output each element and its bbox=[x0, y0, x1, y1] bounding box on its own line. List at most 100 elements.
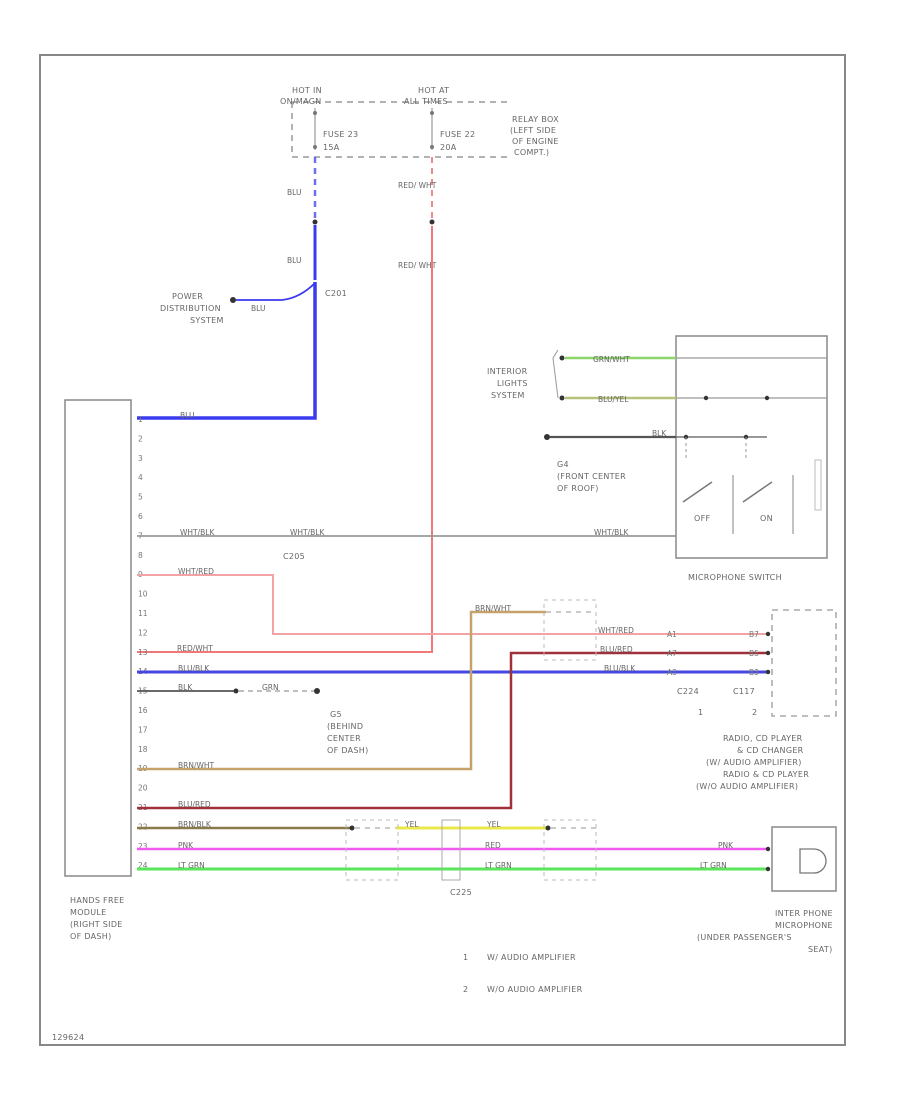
hands-free-module: 123456789101112131415161718192021222324 … bbox=[64, 399, 148, 941]
inter-phone-label-3: (UNDER PASSENGER'S bbox=[697, 933, 792, 942]
hot-in-sub-label: ON/MAGN bbox=[280, 97, 322, 106]
inter-phone-label-4: SEAT) bbox=[808, 945, 833, 954]
radio-connectors: A1 A7 A3 B7 B5 B3 C224 C117 1 2 RADIO, C… bbox=[543, 599, 837, 791]
hands-free-label-4: OF DASH) bbox=[70, 932, 112, 941]
blk-label-g4: BLK bbox=[652, 429, 667, 438]
blu-blk-label-1: BLU/BLK bbox=[178, 664, 210, 673]
g4-label-2: (FRONT CENTER bbox=[557, 472, 626, 481]
blu-power-wire: BLU BLU BLU BLU C201 POWER DISTRIBUTION … bbox=[137, 157, 347, 420]
blu-yel-label: BLU/YEL bbox=[598, 395, 629, 404]
brn-wht-wire: BRN/WHT BRN/WHT bbox=[137, 604, 596, 771]
interior-lights-label-1: INTERIOR bbox=[487, 367, 528, 376]
module-pin-8: 8 bbox=[138, 551, 143, 560]
relay-box-label-4: COMPT.) bbox=[514, 148, 549, 157]
inter-phone-label-1: INTER PHONE bbox=[775, 909, 833, 918]
inter-phone-microphone: INTER PHONE MICROPHONE (UNDER PASSENGER'… bbox=[697, 826, 837, 954]
module-pin-6: 6 bbox=[138, 512, 143, 521]
note-1-number: 1 bbox=[463, 953, 468, 962]
g5-label-3: CENTER bbox=[327, 734, 361, 743]
switch-off-label: OFF bbox=[694, 514, 710, 523]
module-pin-23: 23 bbox=[138, 842, 148, 851]
fuse-23-label: FUSE 23 bbox=[323, 130, 358, 139]
inter-phone-label-2: MICROPHONE bbox=[775, 921, 833, 930]
note-2-text: W/O AUDIO AMPLIFIER bbox=[487, 985, 583, 994]
module-pin-20: 20 bbox=[138, 784, 148, 793]
red-wht-power-wire: RED/ WHT RED/ WHT RED/WHT bbox=[137, 157, 437, 653]
microphone-switch: MICROPHONE SWITCH OFF ON bbox=[675, 335, 828, 582]
wht-red-label-2: WHT/RED bbox=[598, 626, 634, 635]
relay-box: HOT IN ON/MAGN HOT AT ALL TIMES FUSE 23 … bbox=[280, 86, 559, 158]
splice-c201-label: C201 bbox=[325, 289, 347, 298]
module-pin-5: 5 bbox=[138, 493, 143, 502]
g5-label-1: G5 bbox=[330, 710, 342, 719]
blk-label-g5: BLK bbox=[178, 683, 193, 692]
g4-ground: BLK G4 (FRONT CENTER OF ROOF) bbox=[544, 429, 676, 493]
red-wht-label-3: RED/WHT bbox=[177, 644, 213, 653]
g5-label-2: (BEHIND bbox=[327, 722, 363, 731]
module-pin-16: 16 bbox=[138, 706, 148, 715]
hot-at-sub-label: ALL TIMES bbox=[404, 97, 448, 106]
blu-wire-label-4: BLU bbox=[180, 411, 194, 420]
grn-label: GRN bbox=[262, 683, 279, 692]
connector-c225: C225 bbox=[345, 819, 597, 897]
brn-blk-yel-wire: BRN/BLK YEL YEL bbox=[137, 820, 596, 831]
radio-label-1: RADIO, CD PLAYER bbox=[723, 734, 803, 743]
blu-wire-label-2: BLU bbox=[287, 256, 301, 265]
module-pin-1: 1 bbox=[138, 415, 143, 424]
relay-box-label-1: RELAY BOX bbox=[512, 115, 559, 124]
hands-free-label-1: HANDS FREE bbox=[70, 896, 125, 905]
wht-blk-wire: WHT/BLK WHT/BLK WHT/BLK C205 bbox=[137, 528, 676, 561]
yel-label-2: YEL bbox=[486, 820, 501, 829]
module-pin-3: 3 bbox=[138, 454, 143, 463]
interior-lights-label-2: LIGHTS bbox=[497, 379, 528, 388]
yel-label-1: YEL bbox=[404, 820, 419, 829]
brn-wht-label-1: BRN/WHT bbox=[178, 761, 215, 770]
interior-lights-label-3: SYSTEM bbox=[491, 391, 525, 400]
blu-blk-wire: BLU/BLK BLU/BLK bbox=[137, 664, 770, 674]
fuse-22-amp: 20A bbox=[440, 143, 457, 152]
radio-label-5: (W/O AUDIO AMPLIFIER) bbox=[696, 782, 798, 791]
blu-blk-label-2: BLU/BLK bbox=[604, 664, 636, 673]
hot-at-label: HOT AT bbox=[418, 86, 449, 95]
blu-wire-label-3: BLU bbox=[251, 304, 265, 313]
brn-blk-label: BRN/BLK bbox=[178, 820, 212, 829]
radio-pin-b3: B3 bbox=[749, 668, 759, 677]
module-pin-11: 11 bbox=[138, 609, 148, 618]
radio-pin-a3: A3 bbox=[667, 668, 677, 677]
wht-blk-label-3: WHT/BLK bbox=[594, 528, 629, 537]
radio-pin-a2: A7 bbox=[667, 649, 677, 658]
radio-label-2: & CD CHANGER bbox=[737, 746, 804, 755]
interior-lights-wires: GRN/WHT BLU/YEL INTERIOR LIGHTS SYSTEM bbox=[487, 349, 676, 404]
connector-c225-label: C225 bbox=[450, 888, 472, 897]
microphone-switch-label: MICROPHONE SWITCH bbox=[688, 573, 782, 582]
note-2-marker: 2 bbox=[752, 708, 757, 717]
red-wht-label-2: RED/ WHT bbox=[398, 261, 437, 270]
module-pin-2: 2 bbox=[138, 434, 143, 443]
module-pin-18: 18 bbox=[138, 745, 148, 754]
module-pin-10: 10 bbox=[138, 590, 148, 599]
g4-label-3: OF ROOF) bbox=[557, 484, 599, 493]
lt-grn-label-1: LT GRN bbox=[178, 861, 205, 870]
power-distribution-label-1: POWER bbox=[172, 292, 203, 301]
splice-c205-label: C205 bbox=[283, 552, 305, 561]
radio-pin-b1: B7 bbox=[749, 630, 759, 639]
note-1-text: W/ AUDIO AMPLIFIER bbox=[487, 953, 576, 962]
radio-label-3: (W/ AUDIO AMPLIFIER) bbox=[706, 758, 802, 767]
note-1-marker: 1 bbox=[698, 708, 703, 717]
brn-wht-label-2: BRN/WHT bbox=[475, 604, 512, 613]
radio-pin-b2: B5 bbox=[749, 649, 759, 658]
wht-red-wire: WHT/RED WHT/RED bbox=[137, 567, 770, 635]
wht-blk-label-2: WHT/BLK bbox=[290, 528, 325, 537]
connector-c224-label: C224 bbox=[677, 687, 699, 696]
hot-in-label: HOT IN bbox=[292, 86, 322, 95]
power-distribution-label-2: DISTRIBUTION bbox=[160, 304, 221, 313]
red-label: RED bbox=[485, 841, 501, 850]
g4-label-1: G4 bbox=[557, 460, 569, 469]
diagram-id: 129624 bbox=[52, 1033, 84, 1042]
module-pin-17: 17 bbox=[138, 725, 148, 734]
relay-box-label-2: (LEFT SIDE bbox=[510, 126, 556, 135]
switch-on-label: ON bbox=[760, 514, 773, 523]
connector-c117-label: C117 bbox=[733, 687, 755, 696]
fuse-22-label: FUSE 22 bbox=[440, 130, 475, 139]
